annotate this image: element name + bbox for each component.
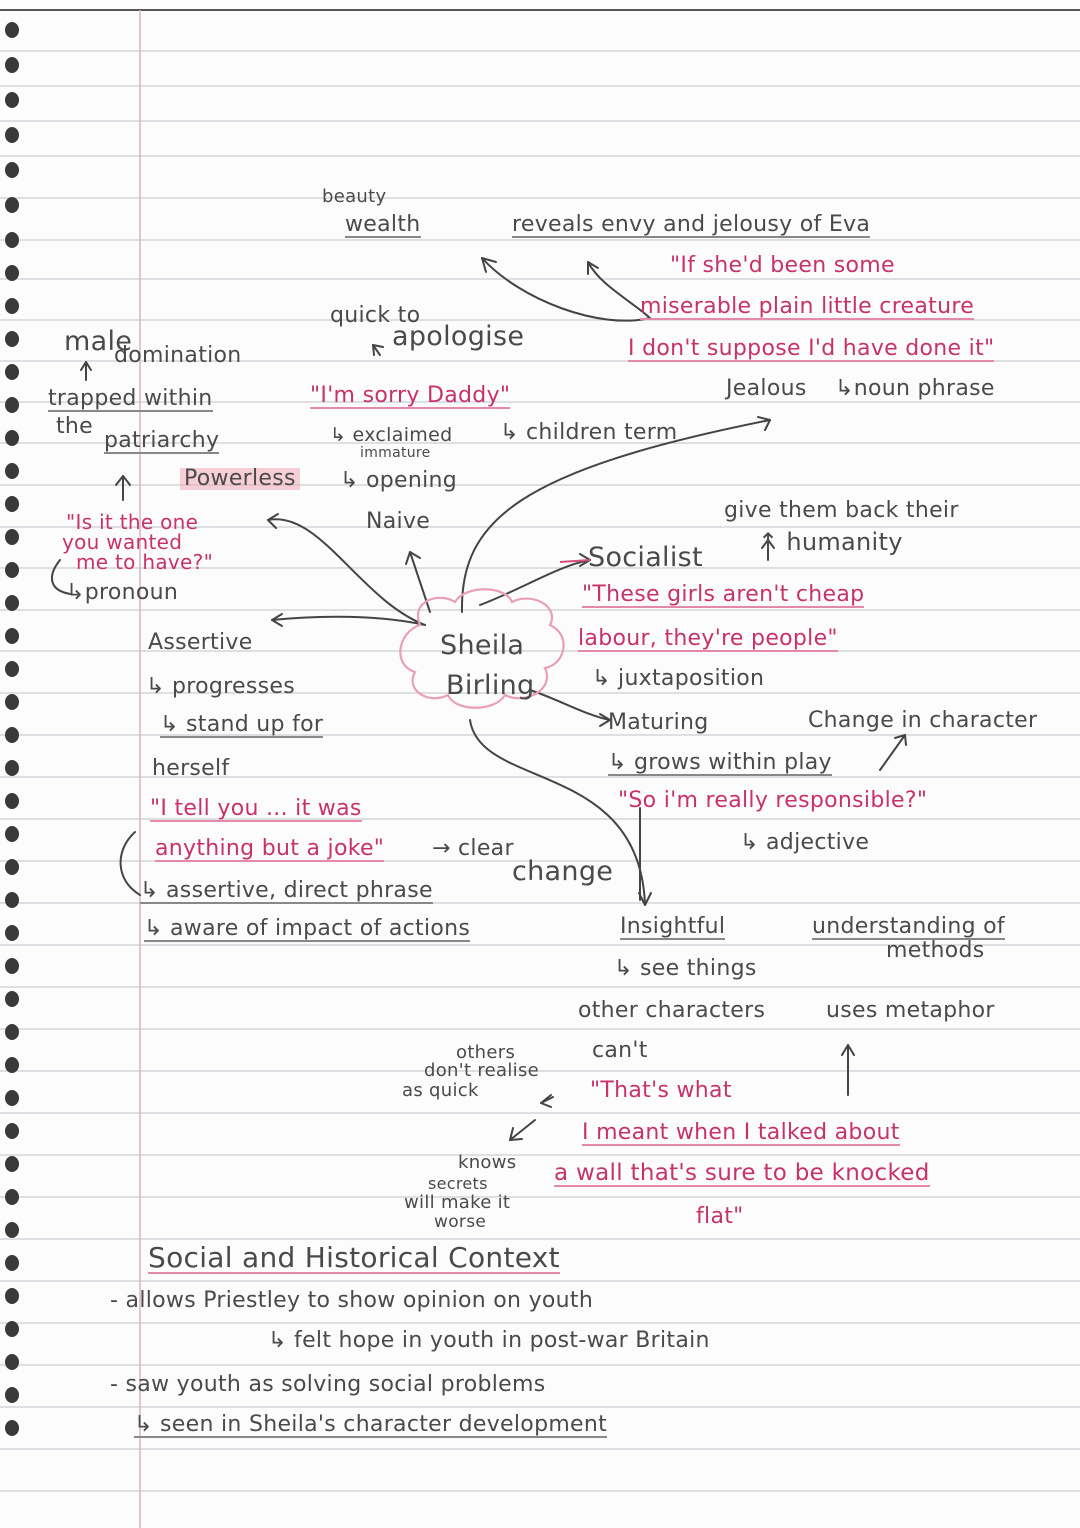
center-birling: Birling [446,670,535,701]
arrow-pronoun [51,559,71,595]
quote-wall-2: I meant when I talked about [582,1120,900,1146]
arrow-to-socialist [479,559,591,606]
quote-wanted-1: "Is it the one [66,510,199,534]
arrow-to-maturing [529,689,611,721]
opening-label: ↳ opening [340,468,458,493]
juxtaposition-label: ↳ juxtaposition [592,666,765,691]
socialist-label: Socialist [588,542,703,573]
apologise-label: apologise [392,321,525,352]
quote-plain-2: miserable plain little creature [640,294,975,320]
context-line-1: - allows Priestley to show opinion on yo… [110,1288,594,1313]
knows-label-4: worse [434,1212,487,1232]
quick-to-label: quick to [330,303,421,328]
pronoun-label: ↳pronoun [66,580,179,605]
beauty-label: beauty [322,186,387,207]
quote-labour-2: labour, they're people" [578,626,838,652]
quote-labour-1: "These girls aren't cheap [582,582,865,608]
clear-label: → clear [432,836,514,861]
quote-responsible: "So i'm really responsible?" [618,788,928,813]
male-label: male [64,326,133,357]
noun-phrase-label: ↳noun phrase [835,376,995,401]
center-sheila: Sheila [440,630,525,661]
assertive-label: Assertive [148,630,253,655]
arrow-to-naive [409,551,431,613]
arrow-to-insightful [469,719,646,906]
context-line-4: ↳ seen in Sheila's character development [134,1412,608,1438]
patriarchy-label: patriarchy [104,428,220,454]
center-cloud [399,588,565,709]
quote-wanted-3: me to have?" [76,550,214,574]
immature-label: immature [360,445,431,461]
quote-sorry-daddy: "I'm sorry Daddy" [310,383,511,409]
arrow-socialist-pink [559,559,591,563]
arrow-to-beauty [481,257,651,322]
quote-wall-3: a wall that's sure to be knocked [554,1160,930,1187]
arrow-knows [509,1119,536,1141]
others-label-3: as quick [402,1080,479,1101]
reveals-note: reveals envy and jelousy of Eva [512,212,871,238]
arrow-to-maturing-change [879,734,906,771]
jealous-label: Jealous [726,376,807,401]
quote-wall-1: "That's what [590,1078,732,1103]
arrow-to-powerless [267,518,426,626]
change-label: change [512,856,614,887]
give-back-label: give them back their [724,498,959,523]
others-label-1: others [456,1042,516,1063]
arrow-to-jealous [460,419,771,613]
insightful-label: Insightful [620,914,726,940]
arrow-to-quote [587,261,651,319]
assertive-direct-label: ↳ assertive, direct phrase [140,878,433,904]
naive-label: Naive [366,509,431,534]
arrow-to-assertive [271,615,426,626]
progresses-label: ↳ progresses [146,674,295,699]
quote-wanted-2: you wanted [62,530,183,554]
uses-metaphor-label: uses metaphor [826,998,995,1023]
cant-label: can't [592,1038,648,1063]
the-label: the [56,414,94,439]
adjective-label: ↳ adjective [740,830,870,855]
quote-wall-4: flat" [696,1204,744,1229]
aware-label: ↳ aware of impact of actions [144,916,471,942]
quote-joke-2: anything but a joke" [155,836,385,862]
quote-joke-1: "I tell you ... it was [150,796,362,822]
knows-label-3: will make it [404,1192,511,1213]
context-heading: Social and Historical Context [148,1241,560,1274]
powerless-label: Powerless [180,468,300,490]
see-things-label: ↳ see things [614,956,757,981]
humanity-label: ↑ humanity [758,528,903,556]
excuse-label: ↳ exclaimed [330,424,453,446]
standup-label: ↳ stand up for [160,712,324,738]
change-character-label: Change in character [808,708,1038,733]
grows-label: ↳ grows within play [608,750,832,776]
quote-plain-3: I don't suppose I'd have done it" [628,336,995,362]
maturing-label: Maturing [608,710,709,735]
context-line-2: ↳ felt hope in youth in post-war Britain [268,1328,710,1353]
others-label-2: don't realise [424,1060,540,1081]
understanding-label: understanding of [812,914,1005,940]
knows-label-1: knows [458,1152,517,1173]
quote-plain-1: "If she'd been some [670,253,895,278]
other-characters-label: other characters [578,998,766,1023]
child-term-label: ↳ children term [500,420,678,445]
wealth-label: wealth [345,212,421,238]
knows-label-2: secrets [428,1174,488,1193]
context-line-3: - saw youth as solving social problems [110,1372,546,1397]
domination-label: domination [114,343,242,368]
methods-label: methods [886,938,985,963]
herself-label: herself [152,756,230,781]
trapped-label: trapped within [48,386,213,412]
bracket-left [119,831,141,896]
